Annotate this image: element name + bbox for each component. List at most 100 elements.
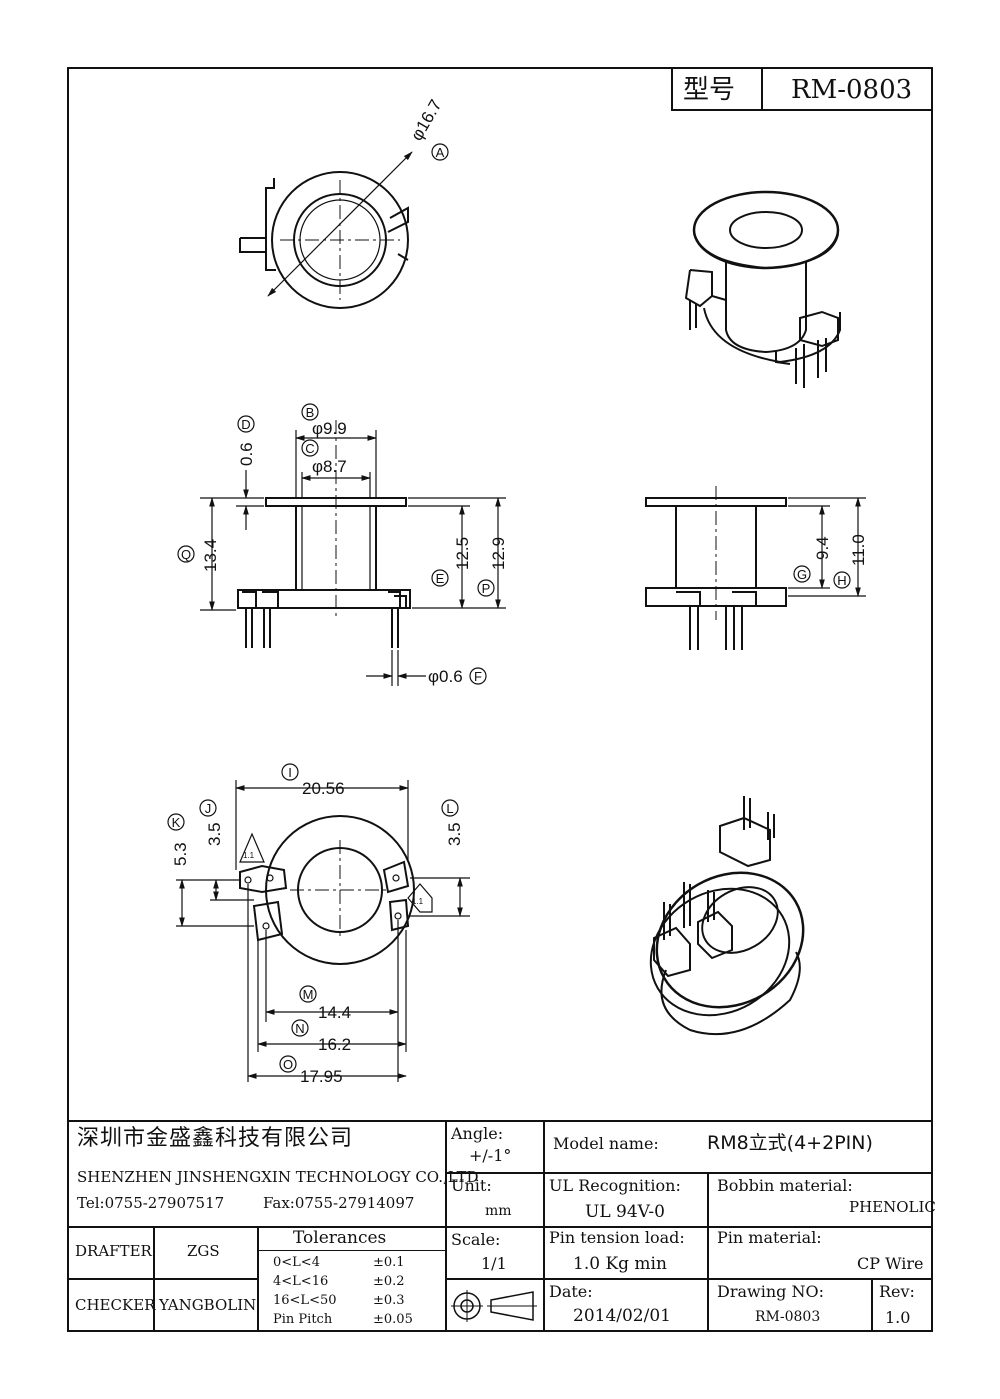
pin-mark-right: 1.1 <box>412 897 424 906</box>
dim-phi-16-7: φ16.7 <box>407 96 446 144</box>
checker-label: CHECKER <box>75 1296 156 1314</box>
company-name-cn: 深圳市金盛鑫科技有限公司 <box>77 1126 354 1151</box>
dim-17-95: 17.95 <box>300 1067 343 1086</box>
svg-text:E: E <box>436 571 445 586</box>
tolerances-title: Tolerances <box>293 1228 387 1248</box>
dim-phi-0-6: φ0.6 <box>428 667 463 686</box>
svg-text:B: B <box>306 405 315 420</box>
svg-text:F: F <box>474 669 482 684</box>
company-tel: Tel:0755-27907517 <box>77 1194 225 1212</box>
dim-5-3: 5.3 <box>171 842 190 866</box>
checker-name: YANGBOLIN <box>159 1296 257 1314</box>
tag-c: C <box>301 439 319 457</box>
tag-h: H <box>833 571 851 589</box>
tag-a: A <box>431 143 449 161</box>
drawing-no-value: RM-0803 <box>755 1309 821 1325</box>
dim-3-5-left: 3.5 <box>205 822 224 846</box>
unit-label: Unit: <box>451 1176 492 1195</box>
title-block: 深圳市金盛鑫科技有限公司 SHENZHEN JINSHENGXIN TECHNO… <box>67 1120 936 1332</box>
drafter-name: ZGS <box>187 1242 220 1260</box>
svg-text:L: L <box>446 801 453 816</box>
svg-text:N: N <box>295 1021 304 1036</box>
tol-value-1: ±0.1 <box>373 1255 405 1270</box>
svg-text:H: H <box>837 573 846 588</box>
bobbin-value: PHENOLIC <box>849 1198 936 1216</box>
rev-label: Rev: <box>879 1282 915 1301</box>
side-view <box>645 486 866 650</box>
dim-11-0: 11.0 <box>849 534 868 566</box>
top-view <box>239 151 413 309</box>
tag-e: E <box>431 569 449 587</box>
tol-value-4: ±0.05 <box>373 1312 413 1327</box>
front-view <box>200 420 506 686</box>
tag-q: Q <box>177 545 195 563</box>
svg-text:Q: Q <box>181 547 191 562</box>
date-label: Date: <box>549 1282 593 1301</box>
dim-20-56: 20.56 <box>302 779 345 798</box>
tag-n: N <box>291 1019 309 1037</box>
model-name-value: RM8立式(4+2PIN) <box>707 1132 873 1154</box>
dim-13-4: 13.4 <box>201 539 220 572</box>
tol-range-3: 16<L<50 <box>273 1293 337 1308</box>
company-name-en: SHENZHEN JINSHENGXIN TECHNOLOGY CO.,LTD <box>77 1168 479 1186</box>
tension-label: Pin tension load: <box>549 1228 685 1247</box>
tol-range-2: 4<L<16 <box>273 1274 329 1289</box>
dim-phi-8-7: φ8.7 <box>312 457 347 476</box>
svg-text:P: P <box>482 581 491 596</box>
date-value: 2014/02/01 <box>573 1306 671 1326</box>
drawing-frame <box>67 67 933 1332</box>
tol-value-2: ±0.2 <box>373 1274 405 1289</box>
tol-value-3: ±0.3 <box>373 1293 405 1308</box>
tag-o: O <box>279 1055 297 1073</box>
unit-value: mm <box>485 1203 512 1219</box>
angle-value: +/-1° <box>469 1146 512 1165</box>
tol-range-4: Pin Pitch <box>273 1312 333 1327</box>
dim-16-2: 16.2 <box>318 1035 351 1054</box>
svg-text:D: D <box>241 417 250 432</box>
model-label: 型号 <box>683 75 736 105</box>
dim-12-9: 12.9 <box>489 537 508 570</box>
bottom-view <box>176 780 470 1082</box>
svg-text:K: K <box>172 815 181 830</box>
svg-text:J: J <box>205 801 212 816</box>
technical-drawing: .ln { stroke:#111; stroke-width:2; fill:… <box>167 96 868 1086</box>
scale-value: 1/1 <box>481 1254 507 1273</box>
svg-text:A: A <box>436 145 445 160</box>
svg-text:O: O <box>283 1057 293 1072</box>
tag-i: I <box>281 763 299 781</box>
projection-symbol <box>451 1290 537 1322</box>
iso-view-top <box>684 190 841 388</box>
tag-j: J <box>199 799 217 817</box>
tol-range-1: 0<L<4 <box>273 1255 320 1270</box>
svg-text:C: C <box>305 441 314 456</box>
tag-g: G <box>793 565 811 583</box>
model-name-label: Model name: <box>553 1134 659 1153</box>
bobbin-label: Bobbin material: <box>717 1176 853 1195</box>
drawing-no-label: Drawing NO: <box>717 1282 824 1301</box>
tag-b: B <box>301 403 319 421</box>
model-value: RM-0803 <box>791 75 913 105</box>
angle-label: Angle: <box>451 1124 504 1143</box>
ul-label: UL Recognition: <box>549 1176 681 1195</box>
pin-mark-left: 1.1 <box>243 851 255 860</box>
drafter-label: DRAFTER <box>75 1242 152 1260</box>
ul-value: UL 94V-0 <box>585 1202 665 1222</box>
tag-m: M <box>299 985 317 1003</box>
svg-text:I: I <box>288 765 292 780</box>
rev-value: 1.0 <box>885 1308 911 1327</box>
dim-0-6: 0.6 <box>237 442 256 466</box>
scale-label: Scale: <box>451 1230 501 1249</box>
tag-f: F <box>469 667 487 685</box>
model-box: 型号 RM-0803 <box>671 67 933 111</box>
iso-view-bottom <box>649 796 805 1036</box>
tag-d: D <box>237 415 255 433</box>
dim-3-5-right: 3.5 <box>445 822 464 846</box>
dim-12-5: 12.5 <box>453 537 472 570</box>
dim-14-4: 14.4 <box>318 1003 351 1022</box>
svg-text:M: M <box>303 987 314 1002</box>
tag-k: K <box>167 813 185 831</box>
tension-value: 1.0 Kg min <box>573 1254 667 1274</box>
svg-text:G: G <box>797 567 807 582</box>
pin-material-value: CP Wire <box>857 1254 924 1273</box>
tag-l: L <box>441 799 459 817</box>
